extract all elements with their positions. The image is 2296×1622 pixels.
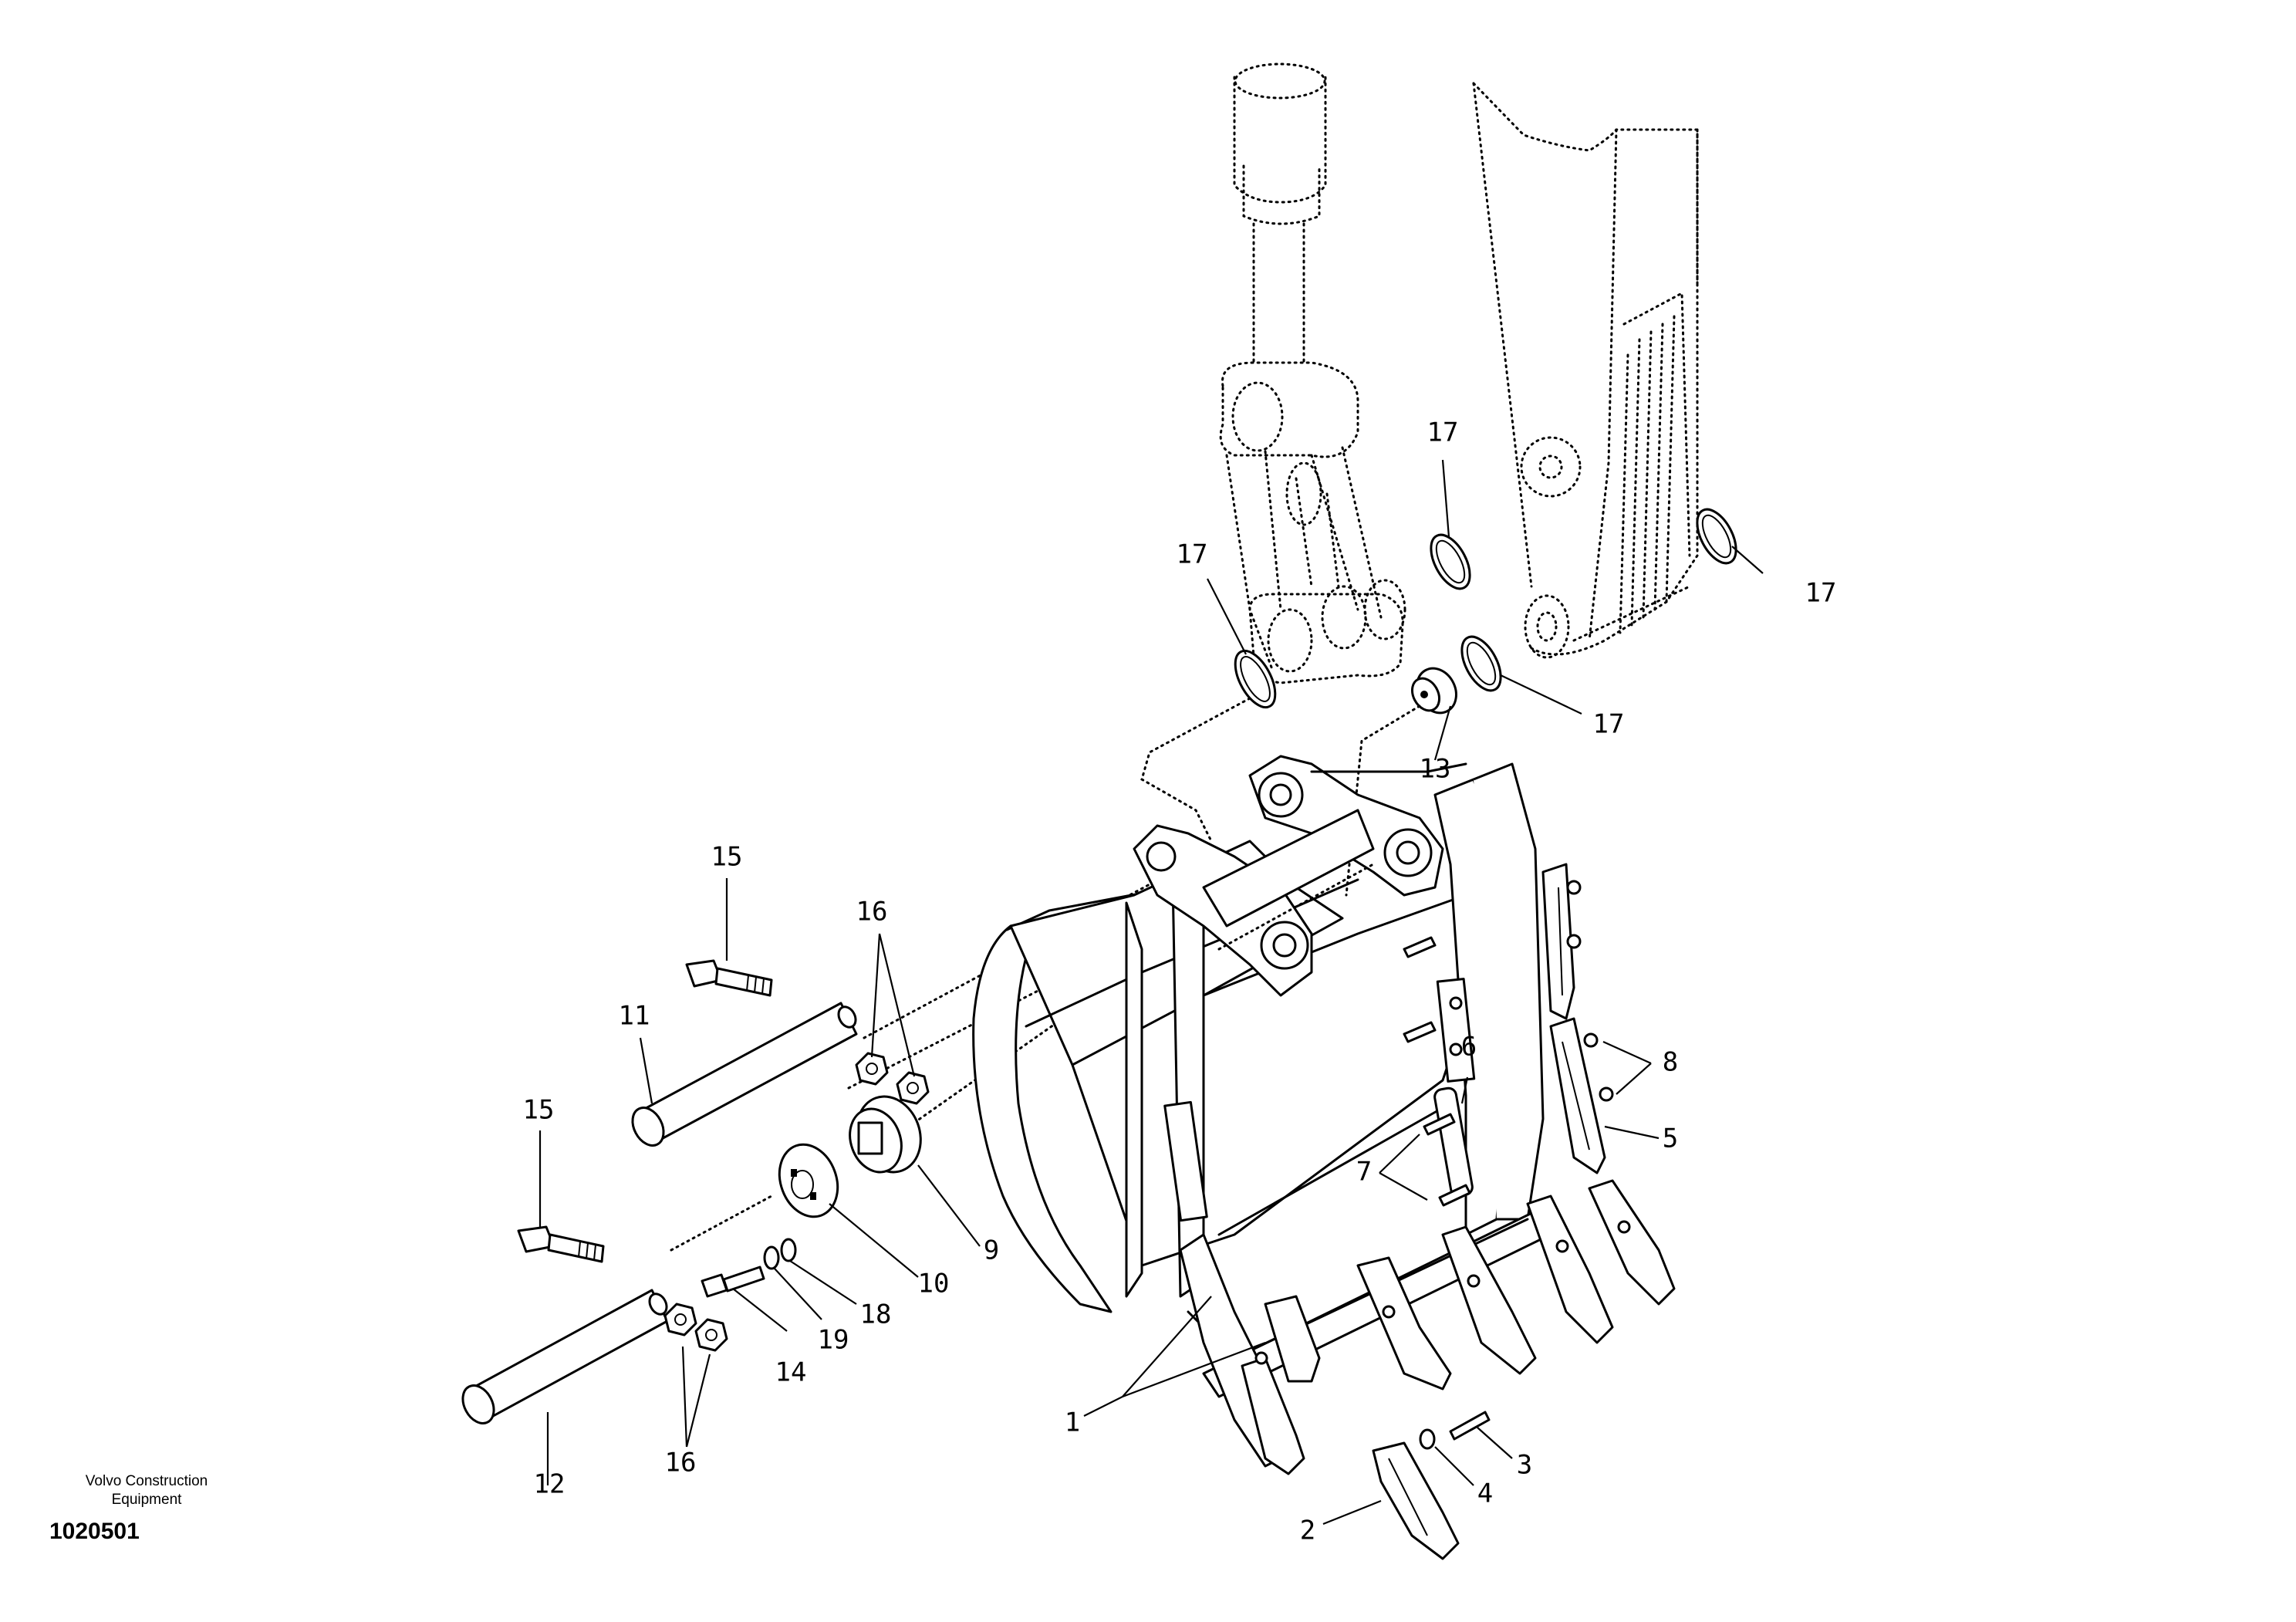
nut-16-lower-parts	[663, 1303, 728, 1352]
pin-3-part	[1449, 1411, 1491, 1441]
lock-4-part	[1419, 1428, 1436, 1450]
callout-4: 4	[1477, 1478, 1493, 1509]
callout-15-lower: 15	[523, 1095, 555, 1126]
callout-11: 11	[619, 1001, 650, 1032]
callout-15-upper: 15	[711, 842, 743, 873]
washer-19-part	[763, 1245, 780, 1270]
tooth-2-part	[1372, 1441, 1460, 1560]
nut-8-parts	[1566, 880, 1614, 1102]
bolt-7-parts	[1403, 936, 1471, 1207]
callout-17-middle: 17	[1593, 709, 1625, 740]
brand-line-1: Volvo Construction	[85, 1473, 208, 1489]
bushing-13-part	[1410, 667, 1457, 715]
nut-16-upper-parts	[855, 1052, 930, 1105]
document-number: 1020501	[49, 1519, 140, 1544]
callout-19: 19	[818, 1325, 849, 1356]
callout-10: 10	[918, 1269, 950, 1299]
callout-1: 1	[1065, 1407, 1080, 1438]
bucket-cylinder-outline	[1219, 63, 1406, 684]
callout-16-lower: 16	[665, 1448, 697, 1478]
bolt-15-lower-part	[517, 1225, 605, 1263]
callout-17-left: 17	[1177, 539, 1208, 570]
callout-7: 7	[1356, 1157, 1372, 1188]
callout-18: 18	[860, 1299, 892, 1330]
callout-labels: 1 2 3 4 5 6 7 8 9 10 11 12 13 14 15 15 1…	[523, 417, 1837, 1546]
o-ring-part	[1696, 508, 1737, 565]
bolt-14-part	[701, 1265, 765, 1298]
callout-14: 14	[775, 1357, 807, 1388]
callout-6: 6	[1461, 1032, 1477, 1063]
shim-9-part	[849, 1095, 922, 1174]
arm-outline	[1472, 82, 1699, 659]
leader-lines	[539, 459, 1764, 1526]
callout-12: 12	[534, 1469, 566, 1500]
bolt-15-upper-part	[685, 959, 773, 997]
brand-caption: Volvo Construction Equipment	[31, 1472, 262, 1509]
callout-8: 8	[1663, 1047, 1678, 1078]
pin-12-part	[461, 1289, 669, 1424]
callout-3: 3	[1517, 1450, 1532, 1481]
shim-10-part	[778, 1143, 839, 1218]
o-ring-part	[1234, 649, 1277, 709]
pin-11-part	[631, 1002, 858, 1147]
side-cutter-5-parts	[1541, 863, 1606, 1174]
callout-2: 2	[1300, 1516, 1315, 1546]
callout-5: 5	[1663, 1124, 1678, 1154]
washer-18-part	[780, 1238, 797, 1262]
callout-17-top: 17	[1427, 417, 1459, 448]
o-ring-part	[1460, 635, 1502, 692]
callout-16-upper: 16	[856, 897, 888, 928]
o-ring-17-parts	[1234, 508, 1737, 709]
o-ring-part	[1430, 533, 1471, 590]
callout-17-right: 17	[1805, 578, 1837, 609]
callout-13: 13	[1420, 754, 1451, 785]
brand-line-2: Equipment	[111, 1492, 182, 1508]
bucket-teeth	[1179, 1179, 1676, 1475]
callout-9: 9	[984, 1235, 999, 1266]
